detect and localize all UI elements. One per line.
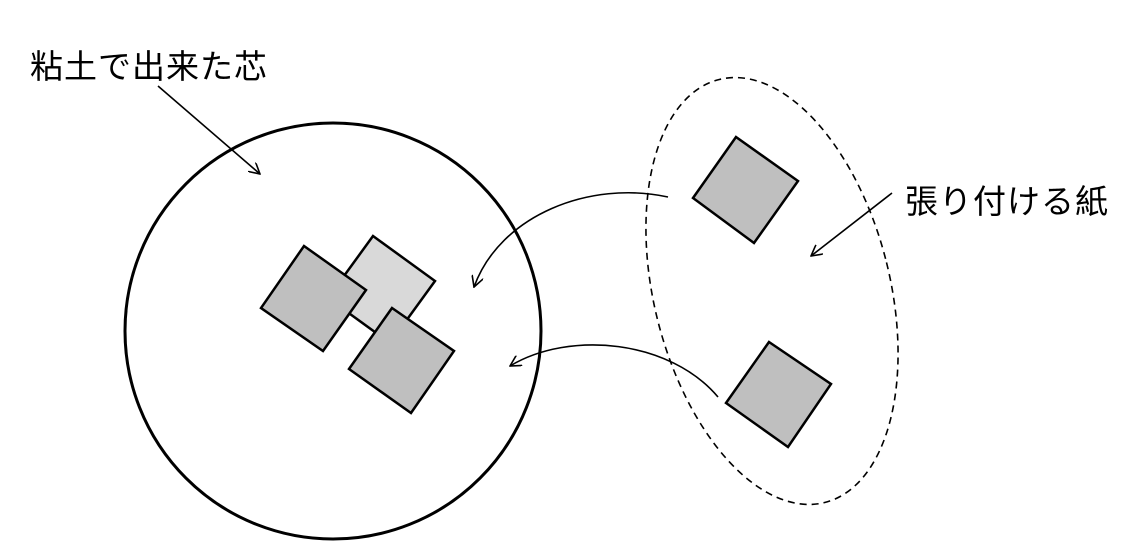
attach-arrow-lower	[510, 344, 719, 398]
core-pointer-arrow	[157, 85, 260, 174]
clay-core-circle	[123, 121, 543, 541]
paper-label: 張り付ける紙	[905, 182, 1109, 221]
paper-square	[259, 244, 368, 353]
paper-pointer-arrow	[811, 192, 893, 256]
paper-square	[691, 135, 800, 245]
paper-square	[724, 340, 833, 449]
paper-square	[347, 306, 456, 415]
core-label: 粘土で出来た芯	[30, 47, 268, 86]
attach-arrow-upper	[474, 192, 669, 287]
paper-group-dashed-ellipse	[645, 76, 899, 506]
